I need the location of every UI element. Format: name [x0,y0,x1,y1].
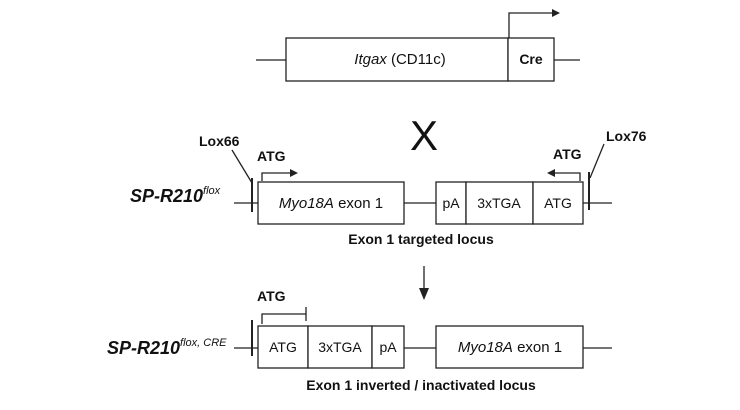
atg-blocked-arrow [261,313,306,324]
atg-box-bottom-label: ATG [269,339,297,355]
atg-box-right-label: ATG [544,195,572,211]
promoter-arrow [508,12,552,38]
inverted-allele-construct: SP-R210flox, CRE ATG 3xTGA pA Myo18A exo… [107,288,612,393]
itgax-label: Itgax (CD11c) [354,51,445,68]
atg-right-arrowhead [547,169,555,177]
myo18a-exon1-label: Myo18A exon 1 [279,195,383,212]
lox76-label: Lox76 [606,128,647,144]
pa-box-bottom [371,325,405,369]
myo18a-exon1-bottom-label: Myo18A exon 1 [458,339,562,356]
myo18a-exon1-bottom-box [435,325,584,369]
inverted-allele-label: SP-R210flox, CRE [107,337,227,358]
tga-bottom-label: 3xTGA [318,339,362,355]
pa-bottom-label: pA [379,339,397,355]
pa-label: pA [442,195,460,211]
lox66-label: Lox66 [199,133,240,149]
pa-box [435,181,467,225]
tga-label: 3xTGA [477,195,521,211]
cre-box [507,37,555,82]
itgax-cre-construct: Itgax (CD11c) Cre [256,9,580,82]
atg-bottom-label: ATG [257,288,286,304]
cross-symbol: X [410,112,438,159]
lox66-leader-line [231,149,253,184]
targeted-locus-caption: Exon 1 targeted locus [348,231,494,247]
atg-right-arrow [555,172,581,181]
atg-left-arrow [261,172,290,181]
lox76-leader-line [589,143,605,179]
atg-left-arrowhead [290,169,298,177]
cre-label: Cre [519,51,543,67]
promoter-arrowhead [552,9,560,17]
inverted-locus-caption: Exon 1 inverted / inactivated locus [306,377,536,393]
atg-right-label: ATG [553,146,582,162]
atg-box-right [532,181,584,225]
flox-allele-label: SP-R210flox [130,185,221,206]
myo18a-exon1-box [257,181,405,225]
tga-box-bottom [307,325,373,369]
atg-box-bottom [257,325,309,369]
flox-allele-construct: SP-R210flox Myo18A exon 1 pA 3xTGA ATG L… [130,128,647,247]
down-arrow [419,266,429,300]
atg-left-label: ATG [257,148,286,164]
